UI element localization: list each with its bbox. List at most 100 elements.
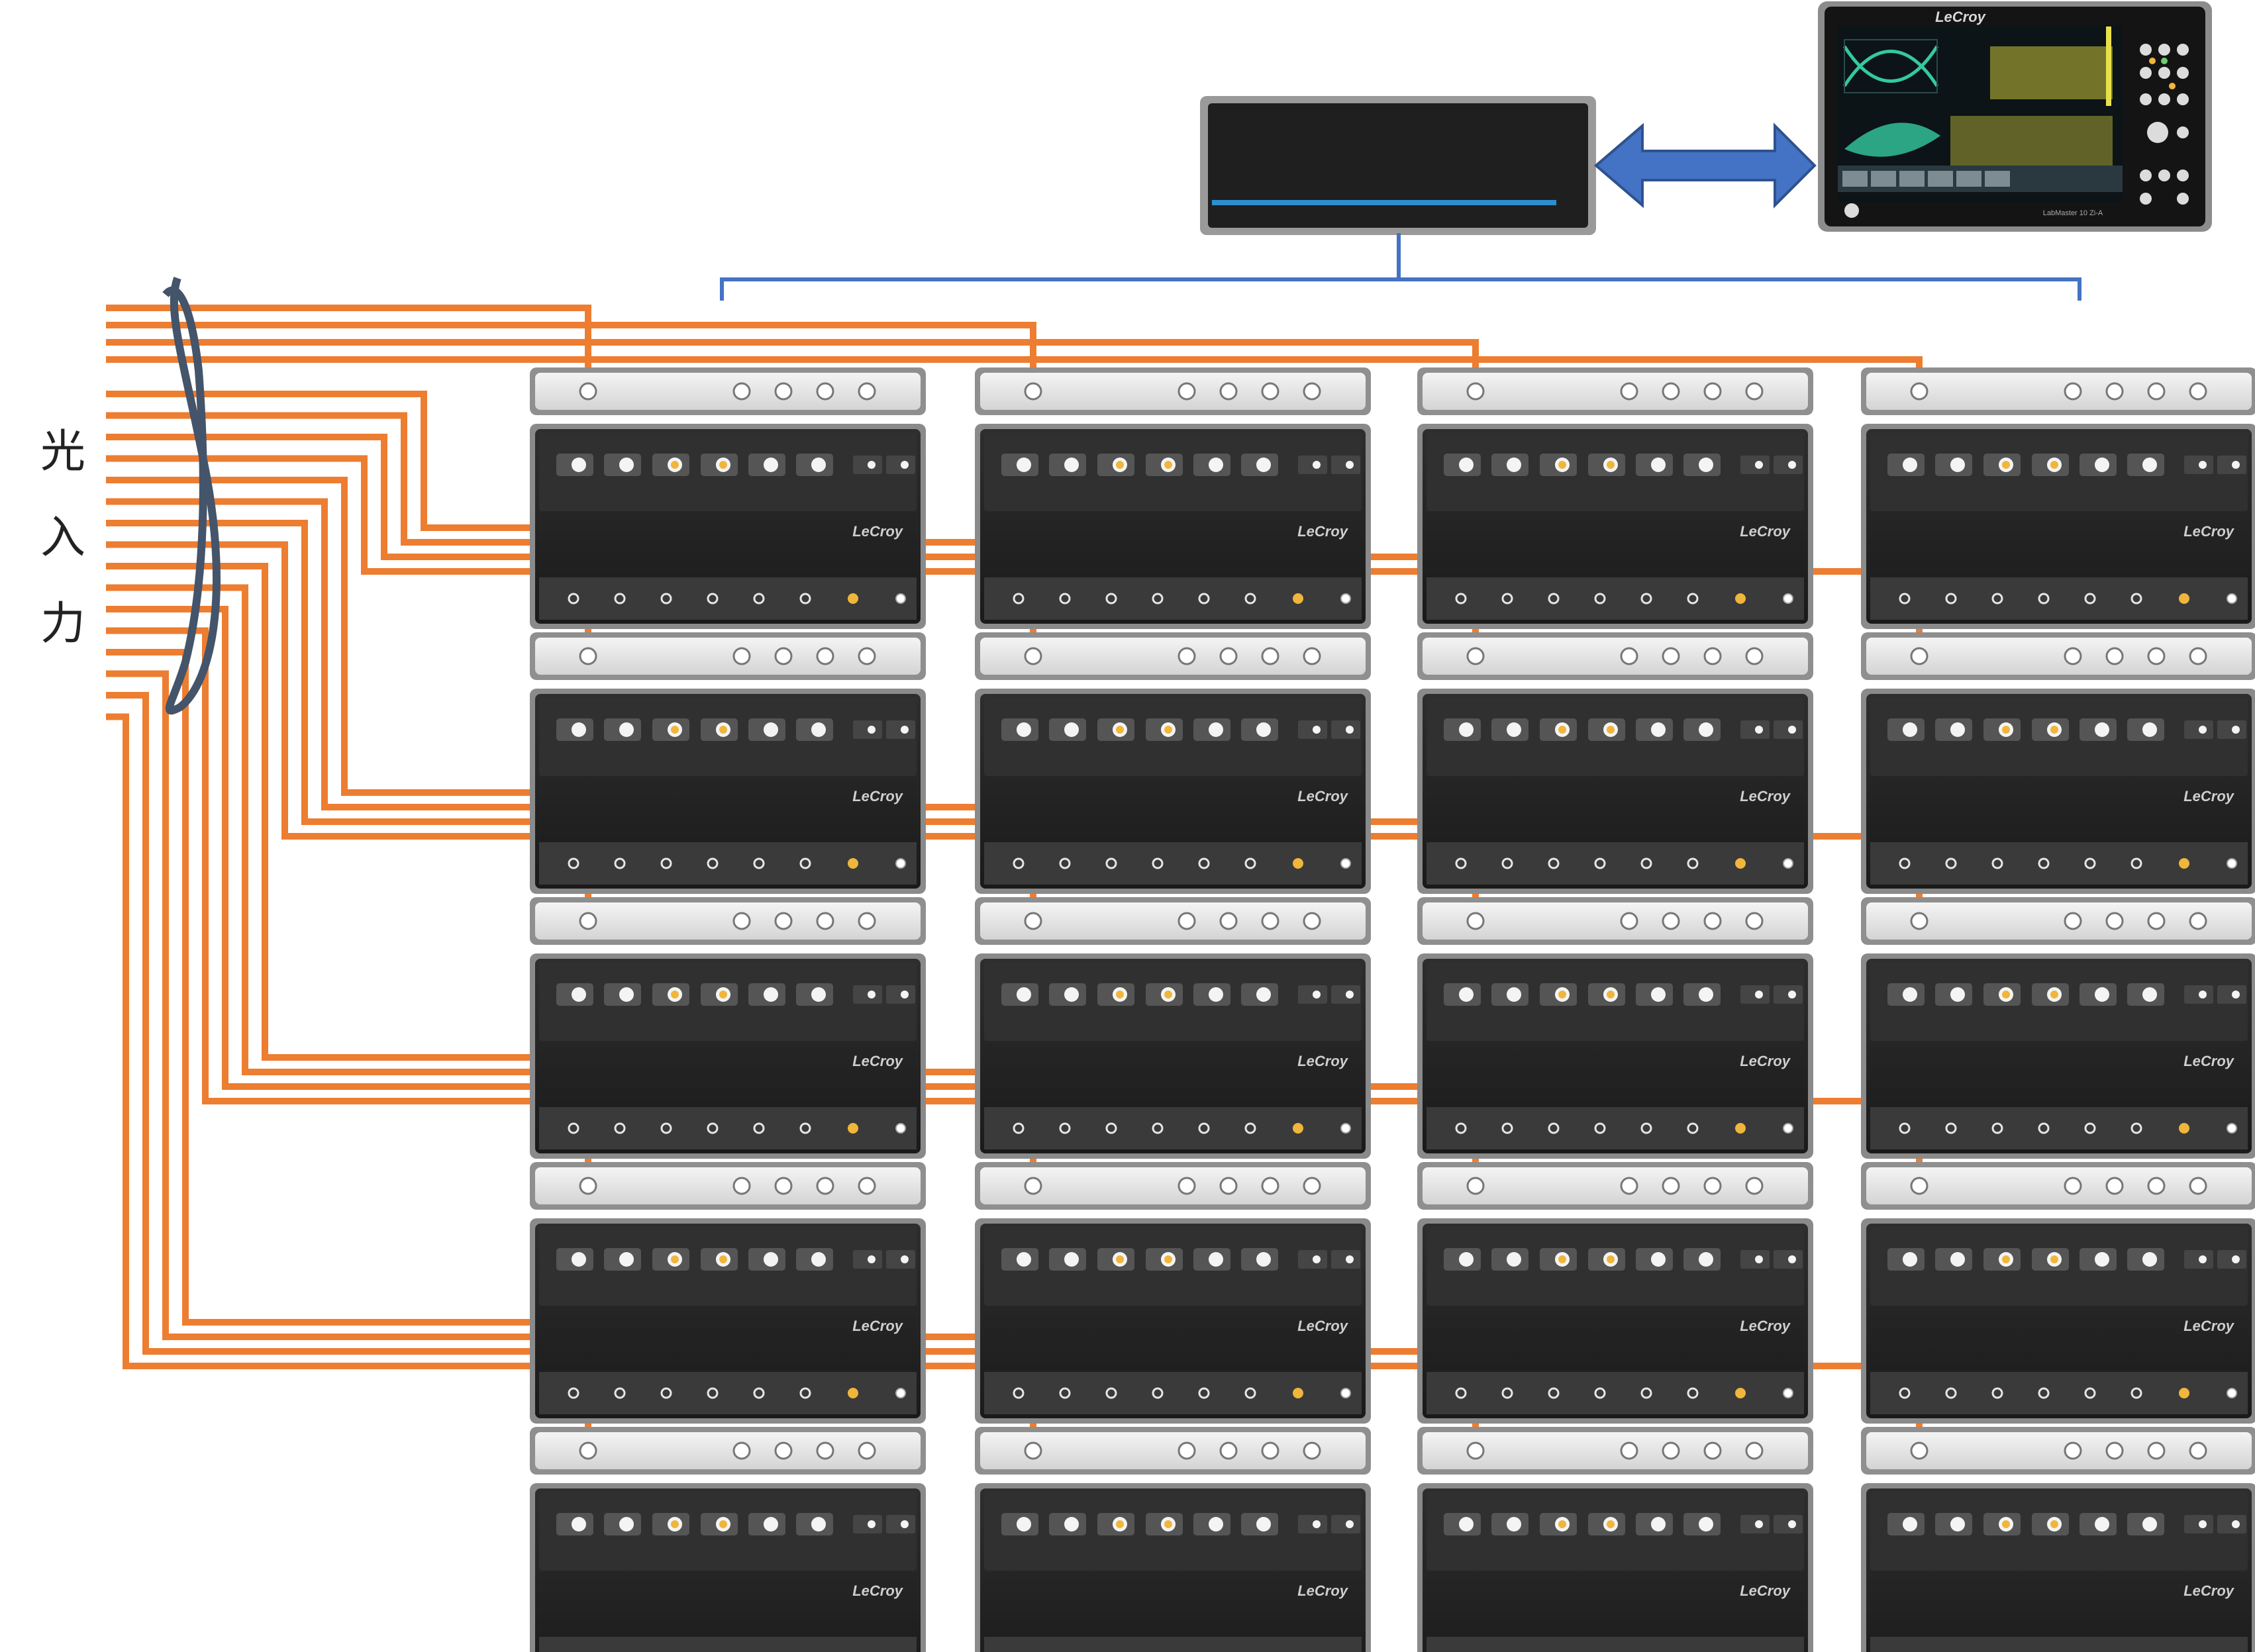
rail-port-icon	[1219, 1177, 1238, 1195]
rail-port-icon	[1703, 912, 1722, 930]
rail-port-icon	[816, 912, 834, 930]
status-led-icon	[799, 1387, 811, 1399]
front-connector-icon	[1209, 987, 1223, 1002]
status-led-icon	[2130, 1387, 2142, 1399]
front-connector-icon	[2142, 458, 2157, 472]
rail-port-icon	[1745, 1441, 1764, 1460]
rail-port-icon	[816, 1441, 834, 1460]
status-led-icon	[2179, 1388, 2189, 1398]
acquisition-module: LeCroy	[1417, 1427, 1813, 1652]
rail-port-icon	[732, 382, 751, 401]
status-led-icon	[1945, 857, 1957, 869]
rail-port-icon	[816, 382, 834, 401]
status-led-icon	[1735, 858, 1746, 869]
rail-port-icon	[732, 912, 751, 930]
acquisition-module: LeCroy	[1861, 367, 2255, 629]
rail-port-icon	[1219, 1441, 1238, 1460]
status-led-icon	[1244, 1387, 1256, 1399]
front-connector-icon	[2095, 722, 2109, 737]
optical-input-label: 光 入 力	[40, 426, 85, 650]
status-led-icon	[1059, 1387, 1071, 1399]
status-led-icon	[2038, 857, 2050, 869]
status-led-icon	[707, 593, 719, 605]
status-led-icon	[1899, 593, 1911, 605]
fiber-input-port-icon	[1466, 1177, 1485, 1195]
rail-port-icon	[858, 1441, 876, 1460]
acquisition-module: LeCroy	[530, 1162, 926, 1424]
front-connector-icon	[2095, 987, 2109, 1002]
front-connector-icon	[764, 1252, 778, 1267]
rail-port-icon	[1620, 912, 1638, 930]
front-connector-icon	[1507, 1252, 1521, 1267]
front-connector-icon	[1017, 987, 1031, 1002]
acquisition-module: LeCroy	[975, 632, 1371, 894]
status-led-icon	[2084, 593, 2096, 605]
rail-port-icon	[1219, 382, 1238, 401]
status-led-icon	[2179, 593, 2189, 604]
front-connector-icon	[1459, 987, 1474, 1002]
front-connector-icon	[1699, 1252, 1713, 1267]
acquisition-module: LeCroy	[1417, 897, 1813, 1159]
status-led-icon	[753, 1387, 765, 1399]
status-led-icon	[1455, 593, 1467, 605]
status-led-icon	[1991, 593, 2003, 605]
fiber-input-port-icon	[579, 912, 597, 930]
status-led-icon	[1945, 593, 1957, 605]
front-connector-icon	[572, 722, 586, 737]
status-led-icon	[1735, 1123, 1746, 1134]
rail-port-icon	[2189, 912, 2207, 930]
rail-port-icon	[2189, 382, 2207, 401]
front-connector-icon	[1017, 1517, 1031, 1531]
status-led-icon	[1455, 1122, 1467, 1134]
front-connector-icon	[1699, 1517, 1713, 1531]
acquisition-module: LeCroy	[1861, 632, 2255, 894]
status-led-icon	[2038, 1122, 2050, 1134]
control-unit-icon	[1200, 96, 1596, 235]
side-label-char-3: 力	[40, 598, 85, 650]
front-connector-icon	[1256, 722, 1271, 737]
module-brand: LeCroy	[852, 1318, 904, 1334]
rail-port-icon	[2064, 382, 2082, 401]
rail-port-icon	[1620, 1177, 1638, 1195]
front-connector-icon	[1459, 458, 1474, 472]
fiber-bundle	[106, 305, 1923, 1451]
status-led-icon	[2038, 593, 2050, 605]
status-led-icon	[1548, 857, 1560, 869]
front-connector-icon	[811, 1517, 826, 1531]
status-led-icon	[1501, 1387, 1513, 1399]
rail-port-icon	[1662, 1441, 1680, 1460]
front-connector-icon	[1903, 987, 1917, 1002]
status-led-icon	[660, 593, 672, 605]
side-label-char-1: 光	[40, 426, 85, 478]
rail-port-icon	[1261, 1441, 1279, 1460]
front-connector-icon	[764, 458, 778, 472]
fiber-input-port-icon	[1466, 912, 1485, 930]
status-led-icon	[848, 593, 858, 604]
status-led-icon	[1687, 593, 1699, 605]
front-connector-icon	[1064, 1517, 1079, 1531]
status-led-icon	[799, 857, 811, 869]
status-led-icon	[2179, 858, 2189, 869]
fiber-input-port-icon	[1466, 647, 1485, 665]
front-connector-icon	[1903, 722, 1917, 737]
front-connector-icon	[1699, 722, 1713, 737]
status-led-icon	[2084, 1122, 2096, 1134]
status-led-icon	[2038, 1387, 2050, 1399]
status-led-icon	[1640, 1122, 1652, 1134]
rail-port-icon	[774, 1177, 793, 1195]
front-connector-icon	[1459, 1252, 1474, 1267]
status-led-icon	[1105, 857, 1117, 869]
scope-brand: LeCroy	[1935, 9, 1987, 25]
acquisition-module: LeCroy	[975, 1162, 1371, 1424]
front-connector-icon	[1064, 1252, 1079, 1267]
status-led-icon	[2084, 1387, 2096, 1399]
fiber-input-port-icon	[1024, 382, 1042, 401]
rail-port-icon	[1703, 647, 1722, 665]
rail-port-icon	[1303, 647, 1321, 665]
status-led-icon	[1013, 593, 1025, 605]
status-led-icon	[799, 593, 811, 605]
status-led-icon	[614, 1122, 626, 1134]
rail-port-icon	[2147, 912, 2166, 930]
acquisition-module: LeCroy	[1861, 897, 2255, 1159]
